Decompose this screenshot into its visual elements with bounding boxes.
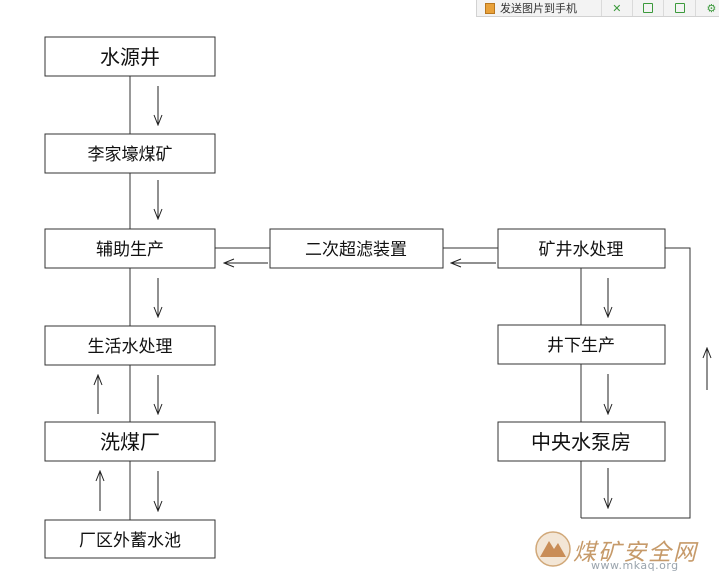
- share-icon: [674, 3, 685, 13]
- node-aux: [44, 228, 216, 269]
- node-mine-water: [497, 228, 666, 269]
- image-toolbar: 发送图片到手机 ✕ ⚙: [476, 0, 719, 17]
- expand-icon: ✕: [612, 1, 622, 15]
- phone-send-icon: [485, 2, 495, 14]
- node-mine-water-label: 矿井水处理: [539, 240, 624, 260]
- node-well-label: 水源井: [100, 45, 160, 69]
- watermark-logo-icon: [535, 531, 571, 567]
- node-well: [44, 36, 216, 77]
- share-button[interactable]: [664, 0, 696, 16]
- node-ultra-label: 二次超滤装置: [305, 240, 407, 260]
- send-to-phone-button[interactable]: 发送图片到手机: [477, 0, 602, 16]
- watermark-url: www.mkaq.org: [591, 559, 679, 572]
- expand-button[interactable]: ✕: [602, 0, 634, 16]
- return-loop-line: [581, 247, 691, 519]
- node-pump: [497, 421, 666, 462]
- save-button[interactable]: [633, 0, 665, 16]
- node-wash-label: 洗煤厂: [100, 430, 160, 454]
- node-pool-label: 厂区外蓄水池: [79, 531, 181, 551]
- send-to-phone-label: 发送图片到手机: [500, 2, 577, 15]
- node-underground: [497, 324, 666, 365]
- node-underground-label: 井下生产: [547, 336, 615, 356]
- node-aux-label: 辅助生产: [96, 240, 164, 260]
- node-domestic: [44, 325, 216, 366]
- node-mine: [44, 133, 216, 174]
- save-icon: [643, 3, 654, 13]
- node-domestic-label: 生活水处理: [88, 337, 173, 357]
- node-mine-label: 李家壕煤矿: [88, 145, 173, 165]
- node-pump-label: 中央水泵房: [531, 430, 631, 454]
- node-wash: [44, 421, 216, 462]
- watermark-title: 煤矿安全网: [573, 540, 698, 566]
- watermark: 煤矿安全网 www.mkaq.org: [533, 531, 719, 577]
- node-ultra: [269, 228, 444, 269]
- gear-icon: ⚙: [706, 1, 717, 15]
- settings-button[interactable]: ⚙: [696, 0, 719, 16]
- node-pool: [44, 519, 216, 559]
